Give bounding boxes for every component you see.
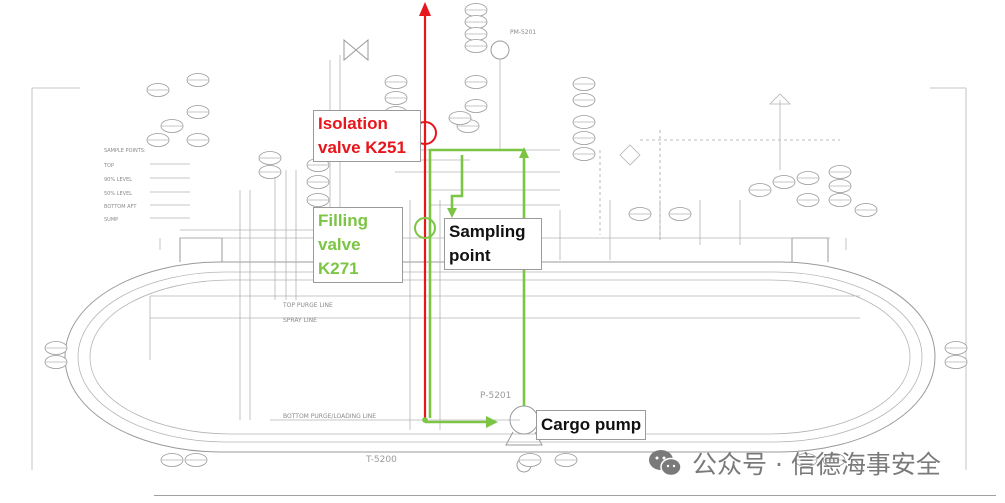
filling-arrow-right <box>486 416 498 428</box>
motor-id-text: PM-5201 <box>510 29 536 36</box>
sample-row-top: TOP <box>103 163 114 169</box>
top-purge-line-pipe <box>149 295 860 360</box>
spray-line-text: SPRAY LINE <box>283 317 317 324</box>
sample-points-title: SAMPLE POINTS: <box>104 148 146 154</box>
pump-id-text: P-5201 <box>480 391 511 401</box>
wechat-icon <box>649 450 682 477</box>
sampling-point-label: Sampling point <box>444 218 542 270</box>
top-purge-line-text: TOP PURGE LINE <box>282 302 333 309</box>
filling-path-upper <box>428 148 526 418</box>
sample-row-90: 90% LEVEL <box>104 177 132 183</box>
bottom-frame <box>154 495 996 503</box>
relief-valve-right <box>769 93 791 170</box>
isolation-valve-label: Isolation valve K251 <box>313 110 421 162</box>
filling-valve-marker <box>414 217 436 239</box>
tank-inner-shell <box>77 271 923 443</box>
filling-arrow-up <box>519 147 529 158</box>
valve-diamond <box>619 144 641 166</box>
sampling-arrow-head <box>447 208 457 218</box>
tank-inner-shell-2 <box>89 279 911 435</box>
dome-edges <box>159 238 847 250</box>
bottom-purge-line-text: BOTTOM PURGE/LOADING LINE <box>283 413 376 420</box>
cargo-pump-label-text: Cargo pump <box>541 415 642 434</box>
filling-valve-label-text: Filling valve K271 <box>318 211 369 278</box>
dashed-lines <box>599 130 840 240</box>
cargo-pump-label: Cargo pump <box>536 410 647 440</box>
dome-right <box>791 237 829 262</box>
sample-leader-lines <box>150 163 190 219</box>
sampling-point-label-text: Sampling point <box>449 222 526 265</box>
motor-circle <box>490 40 510 60</box>
filling-valve-label: Filling valve K271 <box>313 207 403 283</box>
watermark-text: 公众号 · 信德海事安全 <box>692 450 941 479</box>
dome-left <box>179 237 223 262</box>
sample-row-sump: SUMP <box>104 217 118 223</box>
sample-row-50: 50% LEVEL <box>104 191 132 197</box>
isolation-valve-label-text: Isolation valve K251 <box>318 114 406 157</box>
sampling-branch <box>450 155 464 210</box>
valve-top-left <box>343 38 369 62</box>
sample-row-bottom-aft: BOTTOM AFT <box>104 204 137 210</box>
watermark: 公众号 · 信德海事安全 <box>648 445 941 481</box>
filling-junction-dot <box>422 417 428 423</box>
frame-left-right <box>31 87 967 470</box>
tank-id-text: T-5200 <box>365 455 397 465</box>
vertical-risers-right <box>559 200 741 260</box>
isolation-arrow-head <box>419 2 431 16</box>
vertical-risers <box>239 170 297 420</box>
tank-outer-shell <box>64 261 936 453</box>
